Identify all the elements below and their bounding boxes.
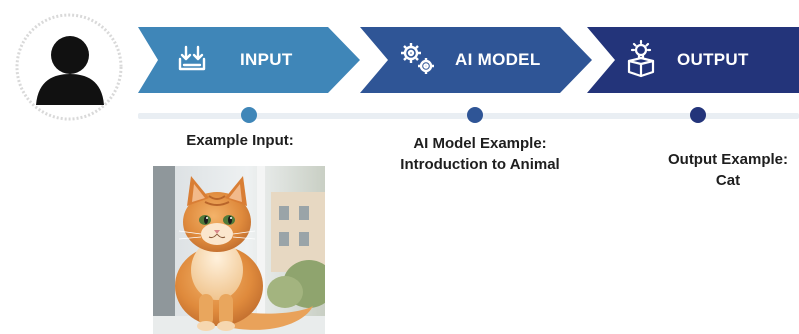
stage-ai-model: AI MODEL (360, 27, 592, 93)
input-caption: Example Input: (186, 132, 294, 149)
lightbulb-box-icon (627, 39, 655, 78)
stage-output: OUTPUT (587, 27, 799, 93)
timeline-dot-output (690, 107, 706, 123)
stage-input-arrow (138, 27, 360, 93)
stage-ai-model-label: AI MODEL (455, 50, 541, 69)
user-avatar-icon (15, 13, 123, 121)
output-caption-line1: Output Example: (667, 151, 788, 168)
orange-cat-photo (153, 166, 325, 334)
stage-input: INPUT (138, 27, 360, 93)
stage-input-label: INPUT (240, 50, 293, 69)
timeline-dot-input (241, 107, 257, 123)
stage-ai-model-arrow (360, 27, 592, 93)
timeline-dot-ai-model (467, 107, 483, 123)
gears-icon (401, 43, 434, 74)
stage-output-label: OUTPUT (677, 50, 749, 69)
download-tray-icon (178, 45, 206, 71)
ai-model-caption-line2: Introduction to Animal (400, 156, 560, 173)
output-caption-line2: Cat (715, 172, 741, 189)
ai-model-caption-line1: AI Model Example: (413, 135, 547, 152)
